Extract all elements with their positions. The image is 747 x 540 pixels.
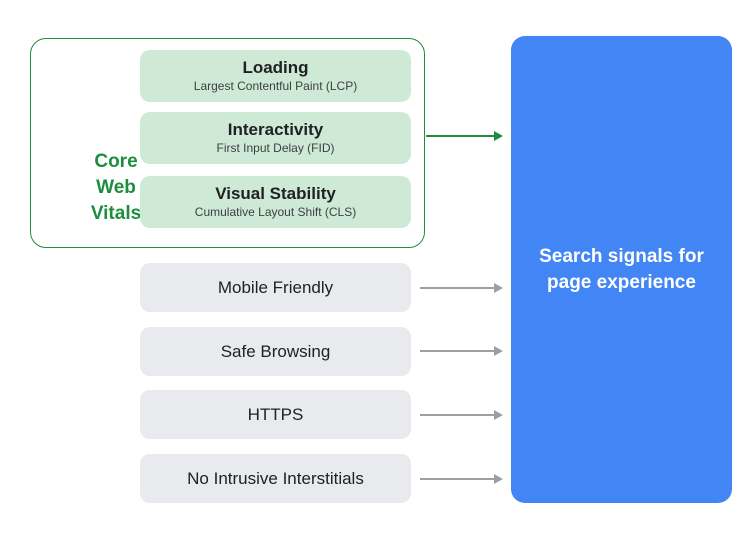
pill-title: Loading [242, 58, 309, 77]
arrow-right-icon [426, 131, 503, 141]
pill-title: Interactivity [227, 120, 324, 139]
search-signals-label: Search signals for page experience [539, 245, 704, 293]
arrow-right-icon [420, 346, 503, 356]
signal-pill-safe-browsing: Safe Browsing [140, 327, 411, 376]
pill-title: Safe Browsing [220, 341, 331, 361]
pill-title: Mobile Friendly [217, 277, 334, 297]
pill-subtitle: First Input Delay (FID) [216, 141, 335, 155]
signal-pill-visual-stability: Visual Stability Cumulative Layout Shift… [140, 176, 411, 228]
arrow-right-icon [420, 283, 503, 293]
pill-subtitle: Cumulative Layout Shift (CLS) [194, 205, 357, 219]
signal-pill-mobile-friendly: Mobile Friendly [140, 263, 411, 312]
pill-title: Visual Stability [215, 184, 336, 203]
signal-pill-https: HTTPS [140, 390, 411, 439]
arrow-right-icon [420, 410, 503, 420]
pill-title: No Intrusive Interstitials [187, 468, 364, 488]
signal-pill-loading: Loading Largest Contentful Paint (LCP) [140, 50, 411, 102]
search-signals-target-box: Search signals for page experience [511, 36, 732, 503]
arrow-right-icon [420, 474, 503, 484]
core-web-vitals-label: Core Web Vitals [90, 151, 142, 224]
pill-subtitle: Largest Contentful Paint (LCP) [193, 79, 358, 93]
pill-title: HTTPS [247, 404, 304, 424]
signal-pill-no-intrusive-interstitials: No Intrusive Interstitials [140, 454, 411, 503]
signal-pill-interactivity: Interactivity First Input Delay (FID) [140, 112, 411, 164]
